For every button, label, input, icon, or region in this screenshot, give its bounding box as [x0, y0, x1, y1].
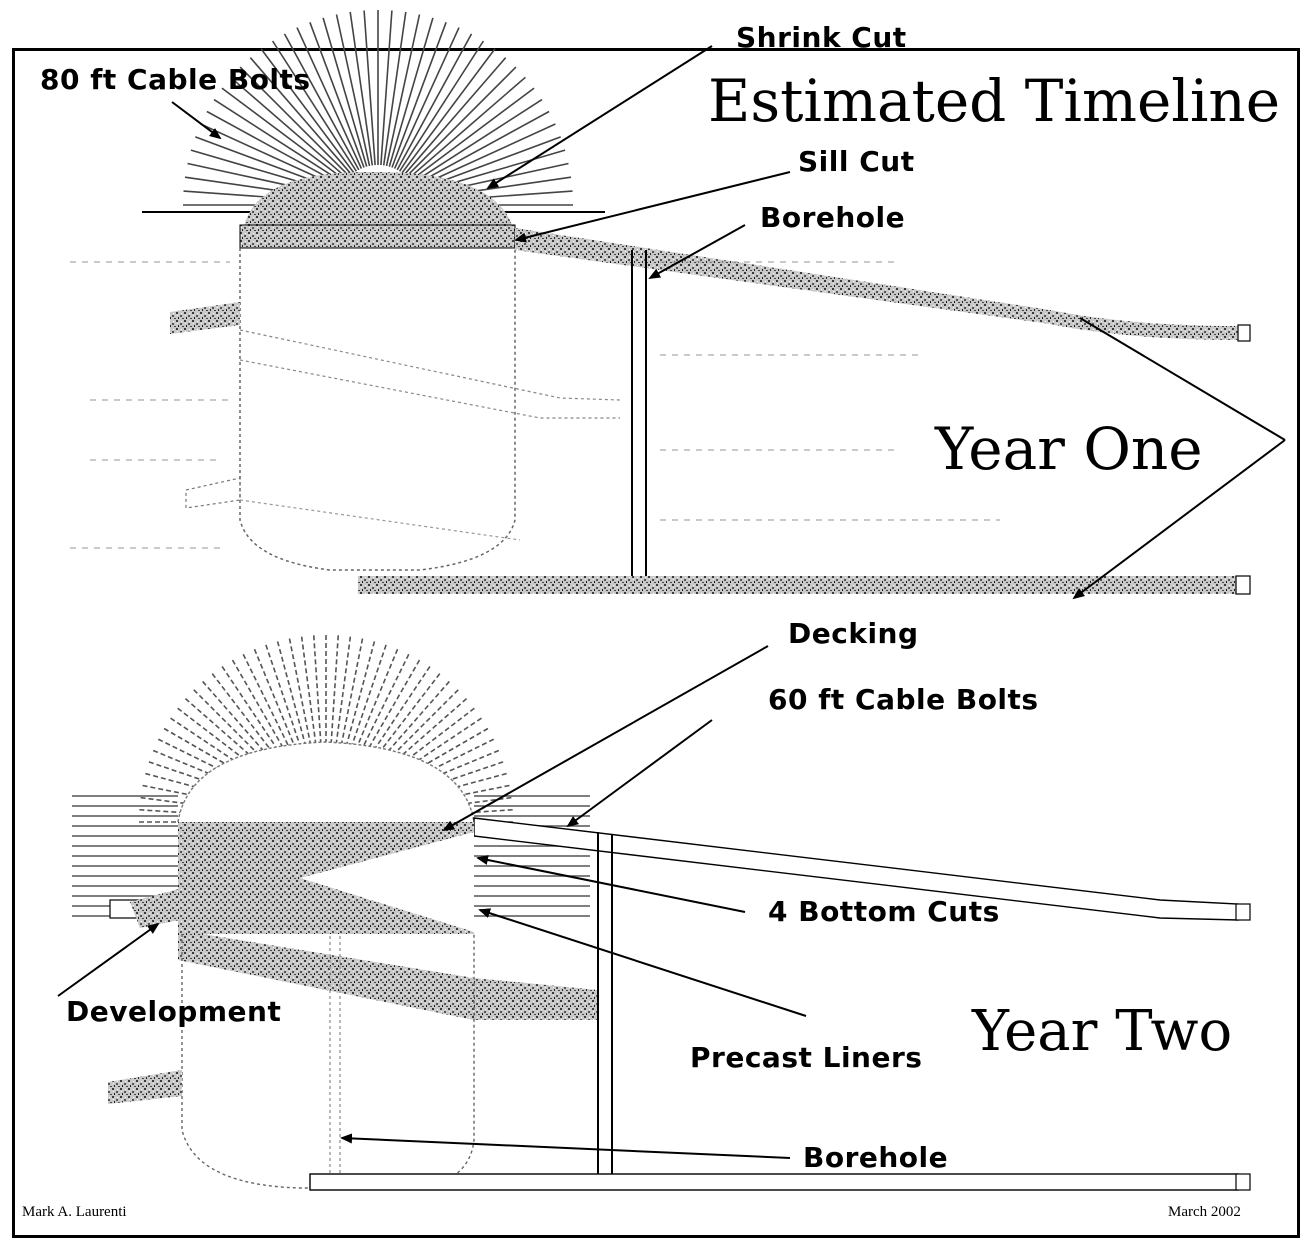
- cable-bolt-line: [393, 27, 460, 169]
- cable-bolt-line: [405, 66, 517, 178]
- cable-bolt-line: [349, 11, 374, 166]
- cable-bolt-line: [398, 40, 485, 172]
- year-one-panel: [70, 10, 1286, 600]
- cable-bolt-line: [352, 647, 399, 758]
- year-two-panel: [57, 634, 1251, 1191]
- cable-bolt-line: [401, 48, 496, 174]
- cable-bolt-line: [206, 110, 344, 187]
- cable-bolt-line: [329, 634, 340, 753]
- year-one-heading: Year One: [935, 415, 1203, 483]
- diagram-title: Estimated Timeline: [708, 67, 1281, 135]
- cable-bolt-line: [322, 17, 368, 167]
- cable-bolt-fan-80ft: [183, 10, 573, 206]
- cable-bolt-line: [239, 66, 351, 178]
- label-60ft-cable-bolts: 60 ft Cable Bolts: [768, 683, 1039, 716]
- label-4-bottom-cuts: 4 Bottom Cuts: [768, 895, 1000, 928]
- label-80ft-cable-bolts: 80 ft Cable Bolts: [40, 63, 311, 96]
- cable-bolt-line: [213, 98, 345, 185]
- footer-author: Mark A. Laurenti: [22, 1204, 127, 1220]
- footer-date: March 2002: [1168, 1204, 1241, 1220]
- cable-bolt-line: [249, 57, 353, 176]
- cable-bolt-line: [391, 22, 447, 168]
- cable-bolt-line: [253, 647, 300, 758]
- cable-bolt-line: [334, 635, 352, 753]
- label-sill-cut: Sill Cut: [798, 145, 915, 178]
- cable-bolt-line: [335, 14, 371, 167]
- cable-bolt-line: [283, 33, 360, 171]
- label-borehole-year-one: Borehole: [760, 201, 906, 234]
- cable-bolt-line: [382, 11, 407, 166]
- cable-bolt-line: [260, 48, 355, 174]
- cable-bolt-line: [221, 87, 347, 182]
- cable-bolt-line: [407, 76, 526, 180]
- cable-bolt-line: [288, 637, 314, 754]
- cable-bolt-line: [347, 643, 388, 756]
- cable-bolt-line: [296, 27, 363, 169]
- cable-bolt-line: [412, 110, 550, 187]
- upper-drift: [515, 228, 1240, 340]
- cable-bolt-line: [309, 22, 365, 168]
- shrink-cut-dome: [243, 171, 514, 232]
- label-shrink-cut: Shrink Cut: [736, 21, 907, 54]
- cable-bolt-line: [312, 634, 323, 753]
- cable-bolt-line: [343, 640, 376, 755]
- diagram-frame: [12, 48, 1300, 1238]
- cable-bolt-line: [388, 17, 434, 167]
- cable-bolt-line: [242, 653, 296, 760]
- label-precast-liners: Precast Liners: [690, 1041, 923, 1074]
- label-development: Development: [66, 995, 282, 1028]
- cable-bolt-line: [230, 76, 349, 180]
- cable-bolt-line: [409, 87, 535, 182]
- year-two-heading: Year Two: [972, 999, 1233, 1064]
- bottom-drift: [358, 576, 1238, 594]
- sill-cut: [239, 224, 516, 249]
- cable-bolt-line: [403, 57, 507, 176]
- cable-bolt-line: [276, 640, 309, 755]
- cable-bolt-line: [411, 98, 543, 185]
- label-decking: Decking: [788, 617, 919, 650]
- cable-bolt-line: [380, 10, 393, 166]
- cable-bolt-line: [264, 643, 305, 756]
- cable-bolt-line: [356, 653, 410, 760]
- cable-bolt-line: [231, 658, 292, 762]
- cable-bolt-line: [360, 658, 421, 762]
- cable-bolt-line: [300, 635, 318, 753]
- label-borehole-year-two: Borehole: [803, 1141, 949, 1174]
- cable-bolt-line: [271, 40, 358, 172]
- cable-bolt-line: [385, 14, 421, 167]
- cable-bolt-line: [396, 33, 473, 171]
- cable-bolt-line: [338, 637, 364, 754]
- cable-bolt-line: [363, 10, 376, 166]
